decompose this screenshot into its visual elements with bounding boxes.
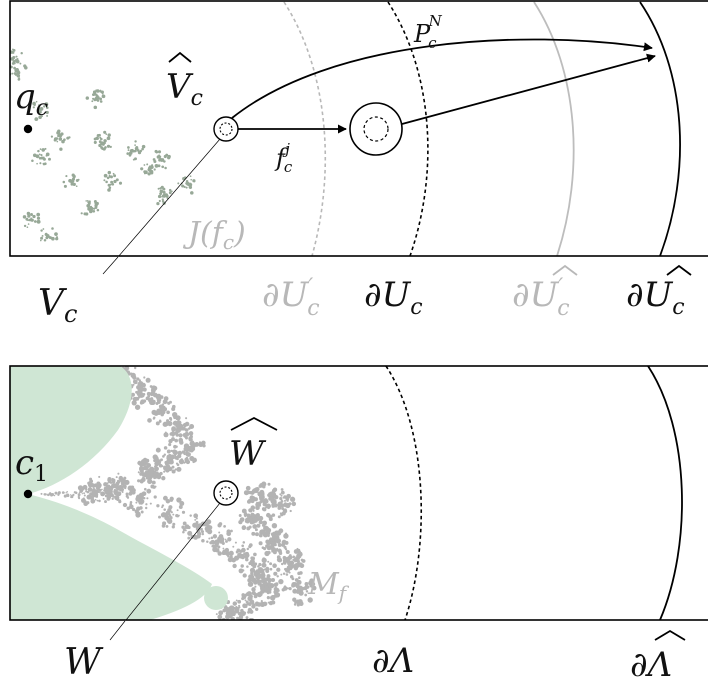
boundary-dLambdahat-curve: [647, 366, 683, 620]
vc-leader-line-outside: [102, 256, 119, 275]
boundary-dLambda-curve: [385, 366, 423, 620]
mandelbrot-label: Mf: [307, 567, 350, 605]
image-to-boundary-arrow: [401, 53, 656, 125]
image-inner-dashed-circle: [363, 116, 389, 142]
parameter-plane-panel: c1 W Mf W ∂Λ ∂Λ: [9, 365, 708, 683]
dLambdahat-hat: [654, 629, 686, 641]
dUhat-hat: [666, 264, 692, 276]
boundary-dUprime-curve: [283, 1, 327, 256]
dLambda-label: ∂Λ: [372, 641, 414, 681]
pc-n-label: PcN: [413, 12, 443, 52]
vc-inner-dashed-circle: [219, 122, 233, 136]
dUhatprime-hat: [552, 264, 578, 276]
julia-set-label: J(fc): [182, 216, 246, 254]
dLambdahat-label: ∂Λ: [630, 645, 672, 683]
boundary-dUhat-curve: [639, 1, 681, 256]
vc-outer-circle: [213, 116, 239, 142]
main-cardioid: [10, 366, 212, 620]
image-outer-circle: [349, 102, 403, 156]
dynamical-plane-frame: [9, 0, 708, 257]
dUprime-label: ∂U′c: [262, 275, 320, 321]
w-outer-circle: [213, 480, 239, 506]
w-leader-line-outside: [109, 620, 126, 641]
w-label: W: [64, 642, 104, 683]
c1-point: [23, 489, 33, 499]
qc-point: [23, 124, 33, 134]
fc-j-label: fcj: [274, 140, 293, 176]
w-inner-dashed-circle: [219, 486, 233, 500]
secondary-bulb: [204, 586, 228, 610]
dUhat-label: ∂Uc: [626, 275, 685, 320]
parameter-plane-frame: [9, 365, 708, 621]
dU-label: ∂Uc: [364, 275, 423, 320]
boundary-dUhatprime-curve: [533, 1, 575, 256]
vc-label: Vc: [38, 283, 77, 328]
dUhatprime-label: ∂U′c: [512, 275, 570, 321]
julia-set-dust: [10, 48, 196, 242]
boundary-dU-curve: [387, 1, 429, 256]
mandelbrot-decorations: [40, 366, 317, 620]
c1-label: c1: [15, 443, 48, 487]
vhat-hat: [168, 51, 192, 63]
pc-n-arrow: [231, 38, 653, 119]
what-label: W: [229, 434, 267, 474]
w-leader-line: [125, 502, 221, 620]
what-widehat: [230, 416, 278, 431]
vhat-label: Vc: [166, 67, 203, 111]
qc-label: qc: [14, 77, 48, 121]
dynamical-plane-panel: qc Vc fcj PcN J(fc) Vc ∂U′c ∂Uc ∂U′c ∂Uc: [9, 0, 708, 328]
vc-leader-line: [118, 138, 221, 256]
